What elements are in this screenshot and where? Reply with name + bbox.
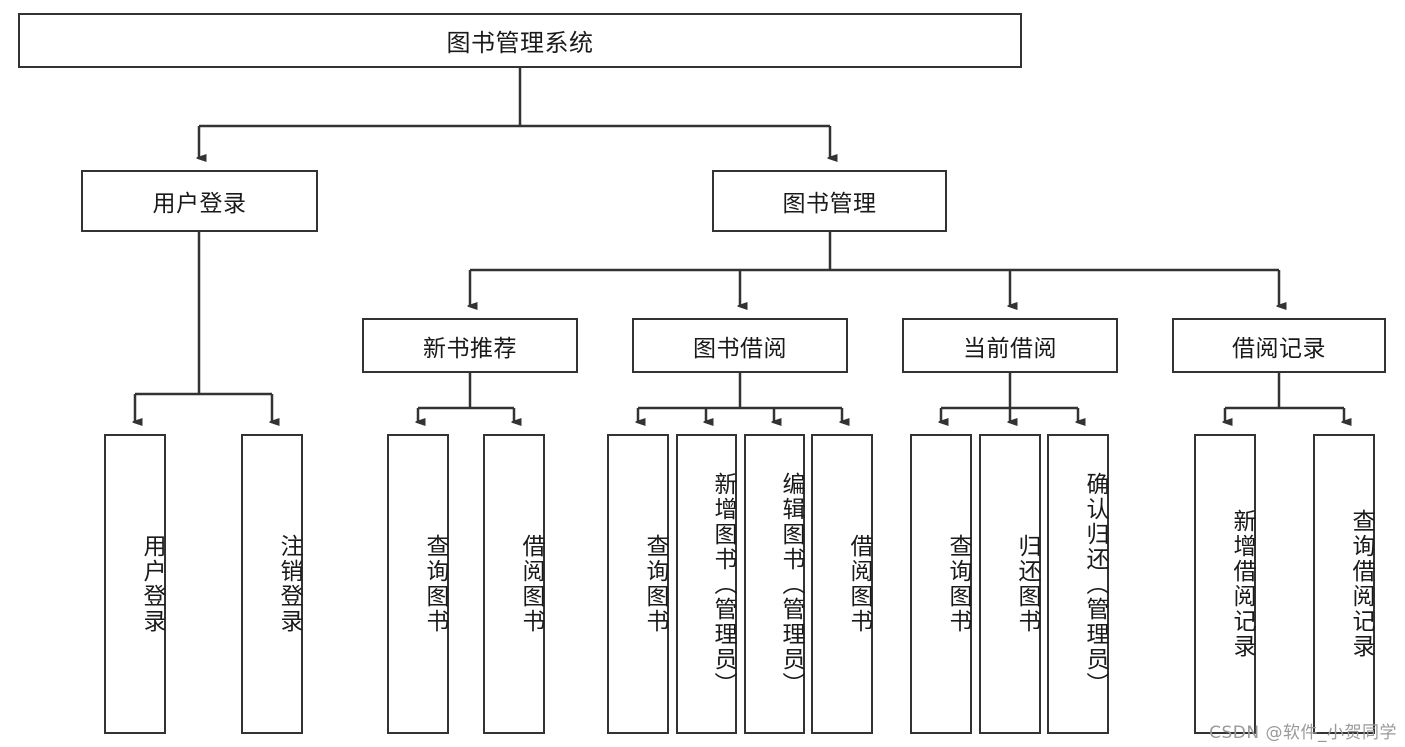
node-leaf-user-login-label: 用户登录 [139, 534, 165, 634]
node-book-manage[interactable]: 图书管理 [712, 170, 947, 232]
node-user-login[interactable]: 用户登录 [81, 170, 318, 232]
node-leaf-new-book-borrow[interactable]: 借阅图书 [483, 434, 545, 734]
node-leaf-new-book-query-label: 查询图书 [422, 534, 448, 634]
node-leaf-return-book[interactable]: 归还图书 [979, 434, 1041, 734]
node-leaf-logout-label: 注销登录 [276, 534, 302, 634]
node-leaf-edit-book-admin-label: 编辑图书（管理员） [778, 471, 804, 697]
node-leaf-query-borrow-record[interactable]: 查询借阅记录 [1313, 434, 1375, 734]
node-leaf-confirm-return-admin-label: 确认归还（管理员） [1082, 471, 1108, 697]
node-leaf-add-borrow-record[interactable]: 新增借阅记录 [1194, 434, 1256, 734]
node-leaf-user-login[interactable]: 用户登录 [104, 434, 166, 734]
node-book-borrow[interactable]: 图书借阅 [632, 318, 848, 373]
node-root[interactable]: 图书管理系统 [18, 13, 1022, 68]
node-leaf-logout[interactable]: 注销登录 [241, 434, 303, 734]
node-leaf-add-borrow-record-label: 新增借阅记录 [1229, 509, 1255, 659]
node-leaf-edit-book-admin[interactable]: 编辑图书（管理员） [744, 434, 805, 734]
node-leaf-add-book-admin[interactable]: 新增图书（管理员） [676, 434, 737, 734]
node-leaf-borrow-book-label: 借阅图书 [846, 534, 872, 634]
node-leaf-confirm-return-admin[interactable]: 确认归还（管理员） [1047, 434, 1109, 734]
node-leaf-borrow-query-book-label: 查询图书 [642, 534, 668, 634]
node-borrow-record[interactable]: 借阅记录 [1172, 318, 1386, 373]
node-leaf-current-query-book-label: 查询图书 [945, 534, 971, 634]
node-leaf-new-book-borrow-label: 借阅图书 [518, 534, 544, 634]
node-current-borrow[interactable]: 当前借阅 [902, 318, 1118, 373]
node-leaf-query-borrow-record-label: 查询借阅记录 [1348, 509, 1374, 659]
node-leaf-borrow-query-book[interactable]: 查询图书 [607, 434, 669, 734]
node-leaf-new-book-query[interactable]: 查询图书 [387, 434, 449, 734]
node-leaf-return-book-label: 归还图书 [1014, 534, 1040, 634]
node-leaf-add-book-admin-label: 新增图书（管理员） [710, 471, 736, 697]
node-leaf-borrow-book[interactable]: 借阅图书 [811, 434, 873, 734]
node-leaf-current-query-book[interactable]: 查询图书 [910, 434, 972, 734]
node-new-book-recommend[interactable]: 新书推荐 [362, 318, 578, 373]
